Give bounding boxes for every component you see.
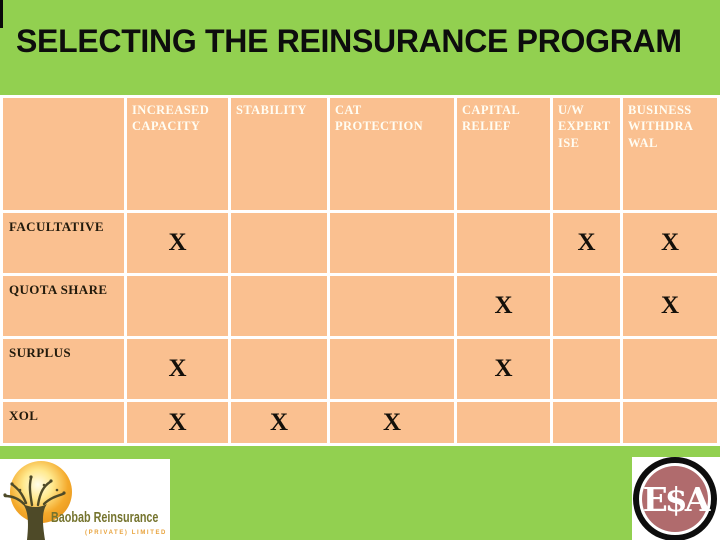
mark-cell	[231, 339, 327, 399]
mark-cell: X	[127, 339, 228, 399]
esap-logo: E$A	[632, 457, 720, 540]
row-label-facultative: FACULTATIVE	[3, 213, 124, 273]
header-cell-increased-capacity: INCREASED CAPACITY	[127, 98, 228, 210]
mark-cell	[231, 276, 327, 336]
esap-monogram-letters: E$A	[643, 480, 711, 519]
mark-cell	[553, 339, 620, 399]
mark-cell: X	[623, 213, 717, 273]
mark-cell: X	[127, 402, 228, 443]
mark-cell: X	[330, 402, 454, 443]
esap-circle-monogram-icon: E$A	[633, 457, 717, 540]
mark-cell	[457, 402, 550, 443]
baobab-logo-subtitle: (PRIVATE) LIMITED	[85, 530, 167, 536]
mark-cell: X	[457, 339, 550, 399]
mark-cell	[553, 402, 620, 443]
slide-edge-mark	[0, 0, 3, 28]
mark-cell	[553, 276, 620, 336]
baobab-reinsurance-logo: Baobab Reinsurance (PRIVATE) LIMITED	[0, 459, 170, 540]
mark-cell	[623, 402, 717, 443]
header-cell-business-withdrawal: BUSINESS WITHDRA WAL	[623, 98, 717, 210]
header-cell-cat-protection: CAT PROTECTION	[330, 98, 454, 210]
header-cell-stability: STABILITY	[231, 98, 327, 210]
mark-cell	[231, 213, 327, 273]
row-label-surplus: SURPLUS	[3, 339, 124, 399]
mark-cell	[457, 213, 550, 273]
mark-cell	[127, 276, 228, 336]
mark-cell	[330, 339, 454, 399]
mark-cell: X	[231, 402, 327, 443]
reinsurance-feature-table: INCREASED CAPACITY STABILITY CAT PROTECT…	[0, 95, 720, 446]
mark-cell: X	[623, 276, 717, 336]
row-label-quota-share: QUOTA SHARE	[3, 276, 124, 336]
header-cell-capital-relief: CAPITAL RELIEF	[457, 98, 550, 210]
mark-cell	[330, 213, 454, 273]
baobab-tree-sun-icon	[3, 461, 72, 540]
mark-cell: X	[457, 276, 550, 336]
slide-title: SELECTING THE REINSURANCE PROGRAM	[16, 23, 682, 59]
header-cell-uw-expertise: U/W EXPERT ISE	[553, 98, 620, 210]
mark-cell: X	[553, 213, 620, 273]
mark-cell	[623, 339, 717, 399]
baobab-logo-wordmark: Baobab Reinsurance	[51, 509, 159, 526]
header-cell-empty	[3, 98, 124, 210]
row-label-xol: XOL	[3, 402, 124, 443]
mark-cell: X	[127, 213, 228, 273]
mark-cell	[330, 276, 454, 336]
